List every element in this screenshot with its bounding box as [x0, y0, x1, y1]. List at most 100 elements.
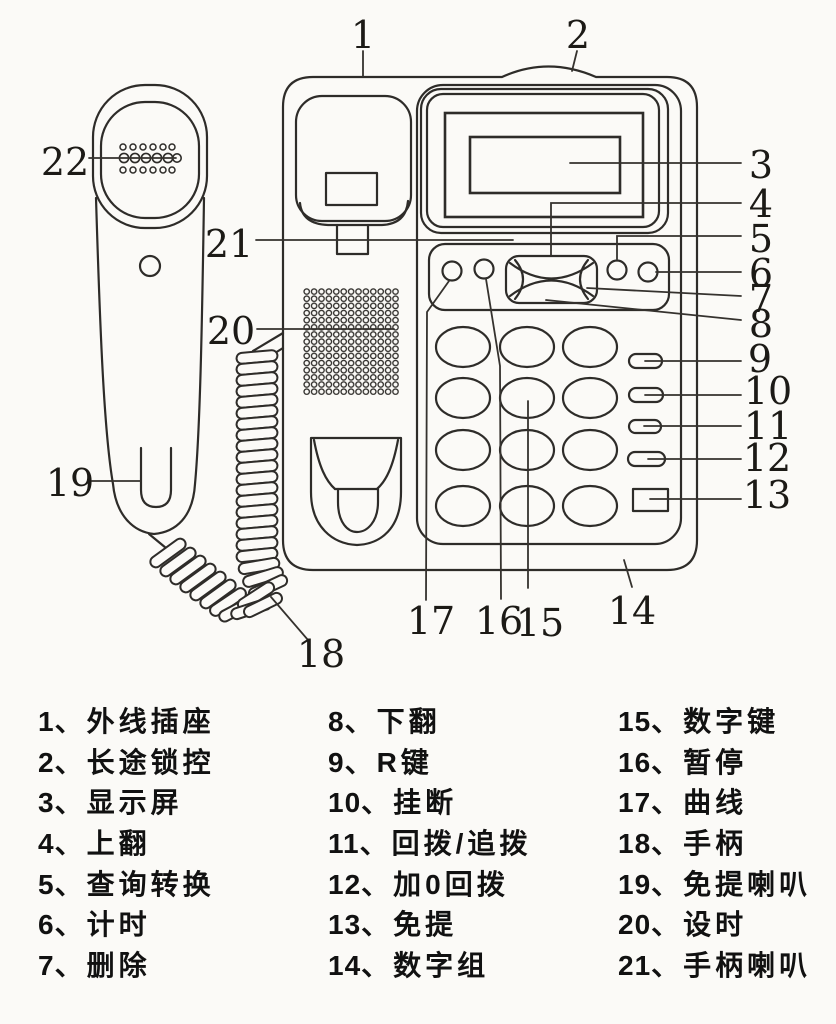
callout-number: 15 [516, 601, 564, 645]
legend-item-number: 13、 [328, 909, 391, 941]
callout-number: 7 [749, 277, 773, 321]
legend-item-name: 数字键 [683, 706, 780, 738]
callout-number: 2 [566, 13, 590, 57]
legend-item: 1、外线插座 [38, 700, 215, 741]
legend-item-number: 15、 [618, 706, 681, 738]
nav-rocker [504, 254, 599, 305]
legend-item-name: 长途锁控 [86, 746, 215, 778]
callout-number: 22 [41, 140, 89, 184]
legend-column-2: 8、下翻 9、R键 10、挂断 11、回拨/追拨 12、加0回拨 13、免提 1… [328, 700, 531, 984]
legend-item-number: 6、 [38, 909, 84, 941]
legend-item-name: 手柄 [683, 828, 748, 860]
legend-item-name: 免提 [393, 909, 458, 941]
legend-item: 5、查询转换 [38, 862, 215, 903]
callout-numbers: 1 2 3 4 5 6 7 8 9 10 11 12 13 14 15 16 1… [41, 13, 792, 676]
callout-number: 14 [608, 589, 656, 633]
legend-item-name: 设时 [683, 909, 748, 941]
legend-item-name: 上翻 [86, 828, 151, 860]
side-buttons [626, 352, 670, 513]
function-button [441, 260, 463, 282]
callout-number: 6 [749, 251, 773, 295]
callout-number: 18 [297, 632, 345, 676]
callout-number: 10 [744, 369, 792, 413]
callout-number: 13 [743, 473, 791, 517]
legend-item: 14、数字组 [328, 944, 531, 985]
callout-number: 19 [46, 461, 94, 505]
legend-item-name: 下翻 [376, 706, 441, 738]
legend: 1、外线插座 2、长途锁控 3、显示屏 4、上翻 5、查询转换 6、计时 7、删… [0, 700, 836, 1000]
function-button-band [427, 242, 671, 312]
speakerphone-grill [303, 288, 399, 395]
legend-item-name: 曲线 [683, 787, 748, 819]
legend-item-name: 查询转换 [86, 868, 215, 900]
display-screen [419, 87, 670, 235]
legend-item: 7、删除 [38, 944, 215, 985]
legend-item: 15、数字键 [618, 700, 811, 741]
legend-item: 21、手柄喇叭 [618, 944, 811, 985]
legend-item-number: 9、 [328, 746, 374, 778]
legend-item-number: 16、 [618, 746, 681, 778]
handset-cradle [294, 94, 413, 256]
legend-item-name: 手柄喇叭 [683, 949, 812, 981]
legend-item-number: 2、 [38, 746, 84, 778]
callout-number: 16 [475, 599, 523, 643]
speaker-key [631, 487, 670, 513]
legend-item: 3、显示屏 [38, 781, 215, 822]
legend-item-number: 8、 [328, 706, 374, 738]
legend-item-name: R键 [376, 746, 433, 778]
keypad-keys [434, 325, 619, 528]
callout-number: 12 [743, 436, 791, 480]
handset-hole [138, 254, 162, 278]
callout-lines [88, 50, 742, 641]
legend-item: 16、暂停 [618, 741, 811, 782]
legend-item: 19、免提喇叭 [618, 862, 811, 903]
legend-item-number: 21、 [618, 949, 681, 981]
legend-item: 6、计时 [38, 903, 215, 944]
coiled-cord [147, 331, 290, 625]
legend-column-1: 1、外线插座 2、长途锁控 3、显示屏 4、上翻 5、查询转换 6、计时 7、删… [38, 700, 215, 984]
legend-item-name: 显示屏 [86, 787, 183, 819]
callout-number: 11 [744, 404, 792, 448]
legend-item: 13、免提 [328, 903, 531, 944]
callout-number: 4 [749, 182, 773, 226]
callout-number: 20 [207, 309, 255, 353]
legend-item-name: 外线插座 [86, 706, 215, 738]
callout-number: 8 [749, 302, 773, 346]
legend-item: 9、R键 [328, 741, 531, 782]
legend-item: 11、回拨/追拨 [328, 822, 531, 863]
legend-item-name: 删除 [86, 949, 151, 981]
legend-item: 18、手柄 [618, 822, 811, 863]
callout-number: 17 [407, 599, 455, 643]
legend-item-number: 18、 [618, 828, 681, 860]
callout-number: 21 [205, 222, 253, 266]
legend-item-number: 10、 [328, 787, 391, 819]
legend-item-number: 11、 [328, 828, 389, 860]
telephone-line-drawing: 1 2 3 4 5 6 7 8 9 10 11 12 13 14 15 16 1… [41, 13, 792, 676]
legend-item-name: 回拨/追拨 [391, 828, 532, 860]
legend-item-number: 4、 [38, 828, 84, 860]
handset-drawing [91, 83, 209, 536]
phone-base-drawing [281, 65, 699, 572]
legend-item: 2、长途锁控 [38, 741, 215, 782]
legend-item-number: 20、 [618, 909, 681, 941]
legend-item-number: 1、 [38, 706, 84, 738]
legend-item-name: 挂断 [393, 787, 458, 819]
callout-number: 9 [748, 337, 772, 381]
legend-item: 20、设时 [618, 903, 811, 944]
control-panel-outline [415, 83, 683, 546]
legend-item: 8、下翻 [328, 700, 531, 741]
legend-item-number: 12、 [328, 868, 391, 900]
function-button [606, 259, 628, 281]
legend-item-name: 数字组 [393, 949, 490, 981]
legend-item-number: 3、 [38, 787, 84, 819]
legend-item-name: 加0回拨 [393, 868, 509, 900]
legend-item: 4、上翻 [38, 822, 215, 863]
legend-item-name: 计时 [86, 909, 151, 941]
callout-number: 5 [749, 217, 773, 261]
legend-item-number: 7、 [38, 949, 84, 981]
legend-item: 17、曲线 [618, 781, 811, 822]
legend-column-3: 15、数字键 16、暂停 17、曲线 18、手柄 19、免提喇叭 20、设时 2… [618, 700, 811, 984]
legend-item-number: 17、 [618, 787, 681, 819]
function-button [637, 261, 659, 283]
